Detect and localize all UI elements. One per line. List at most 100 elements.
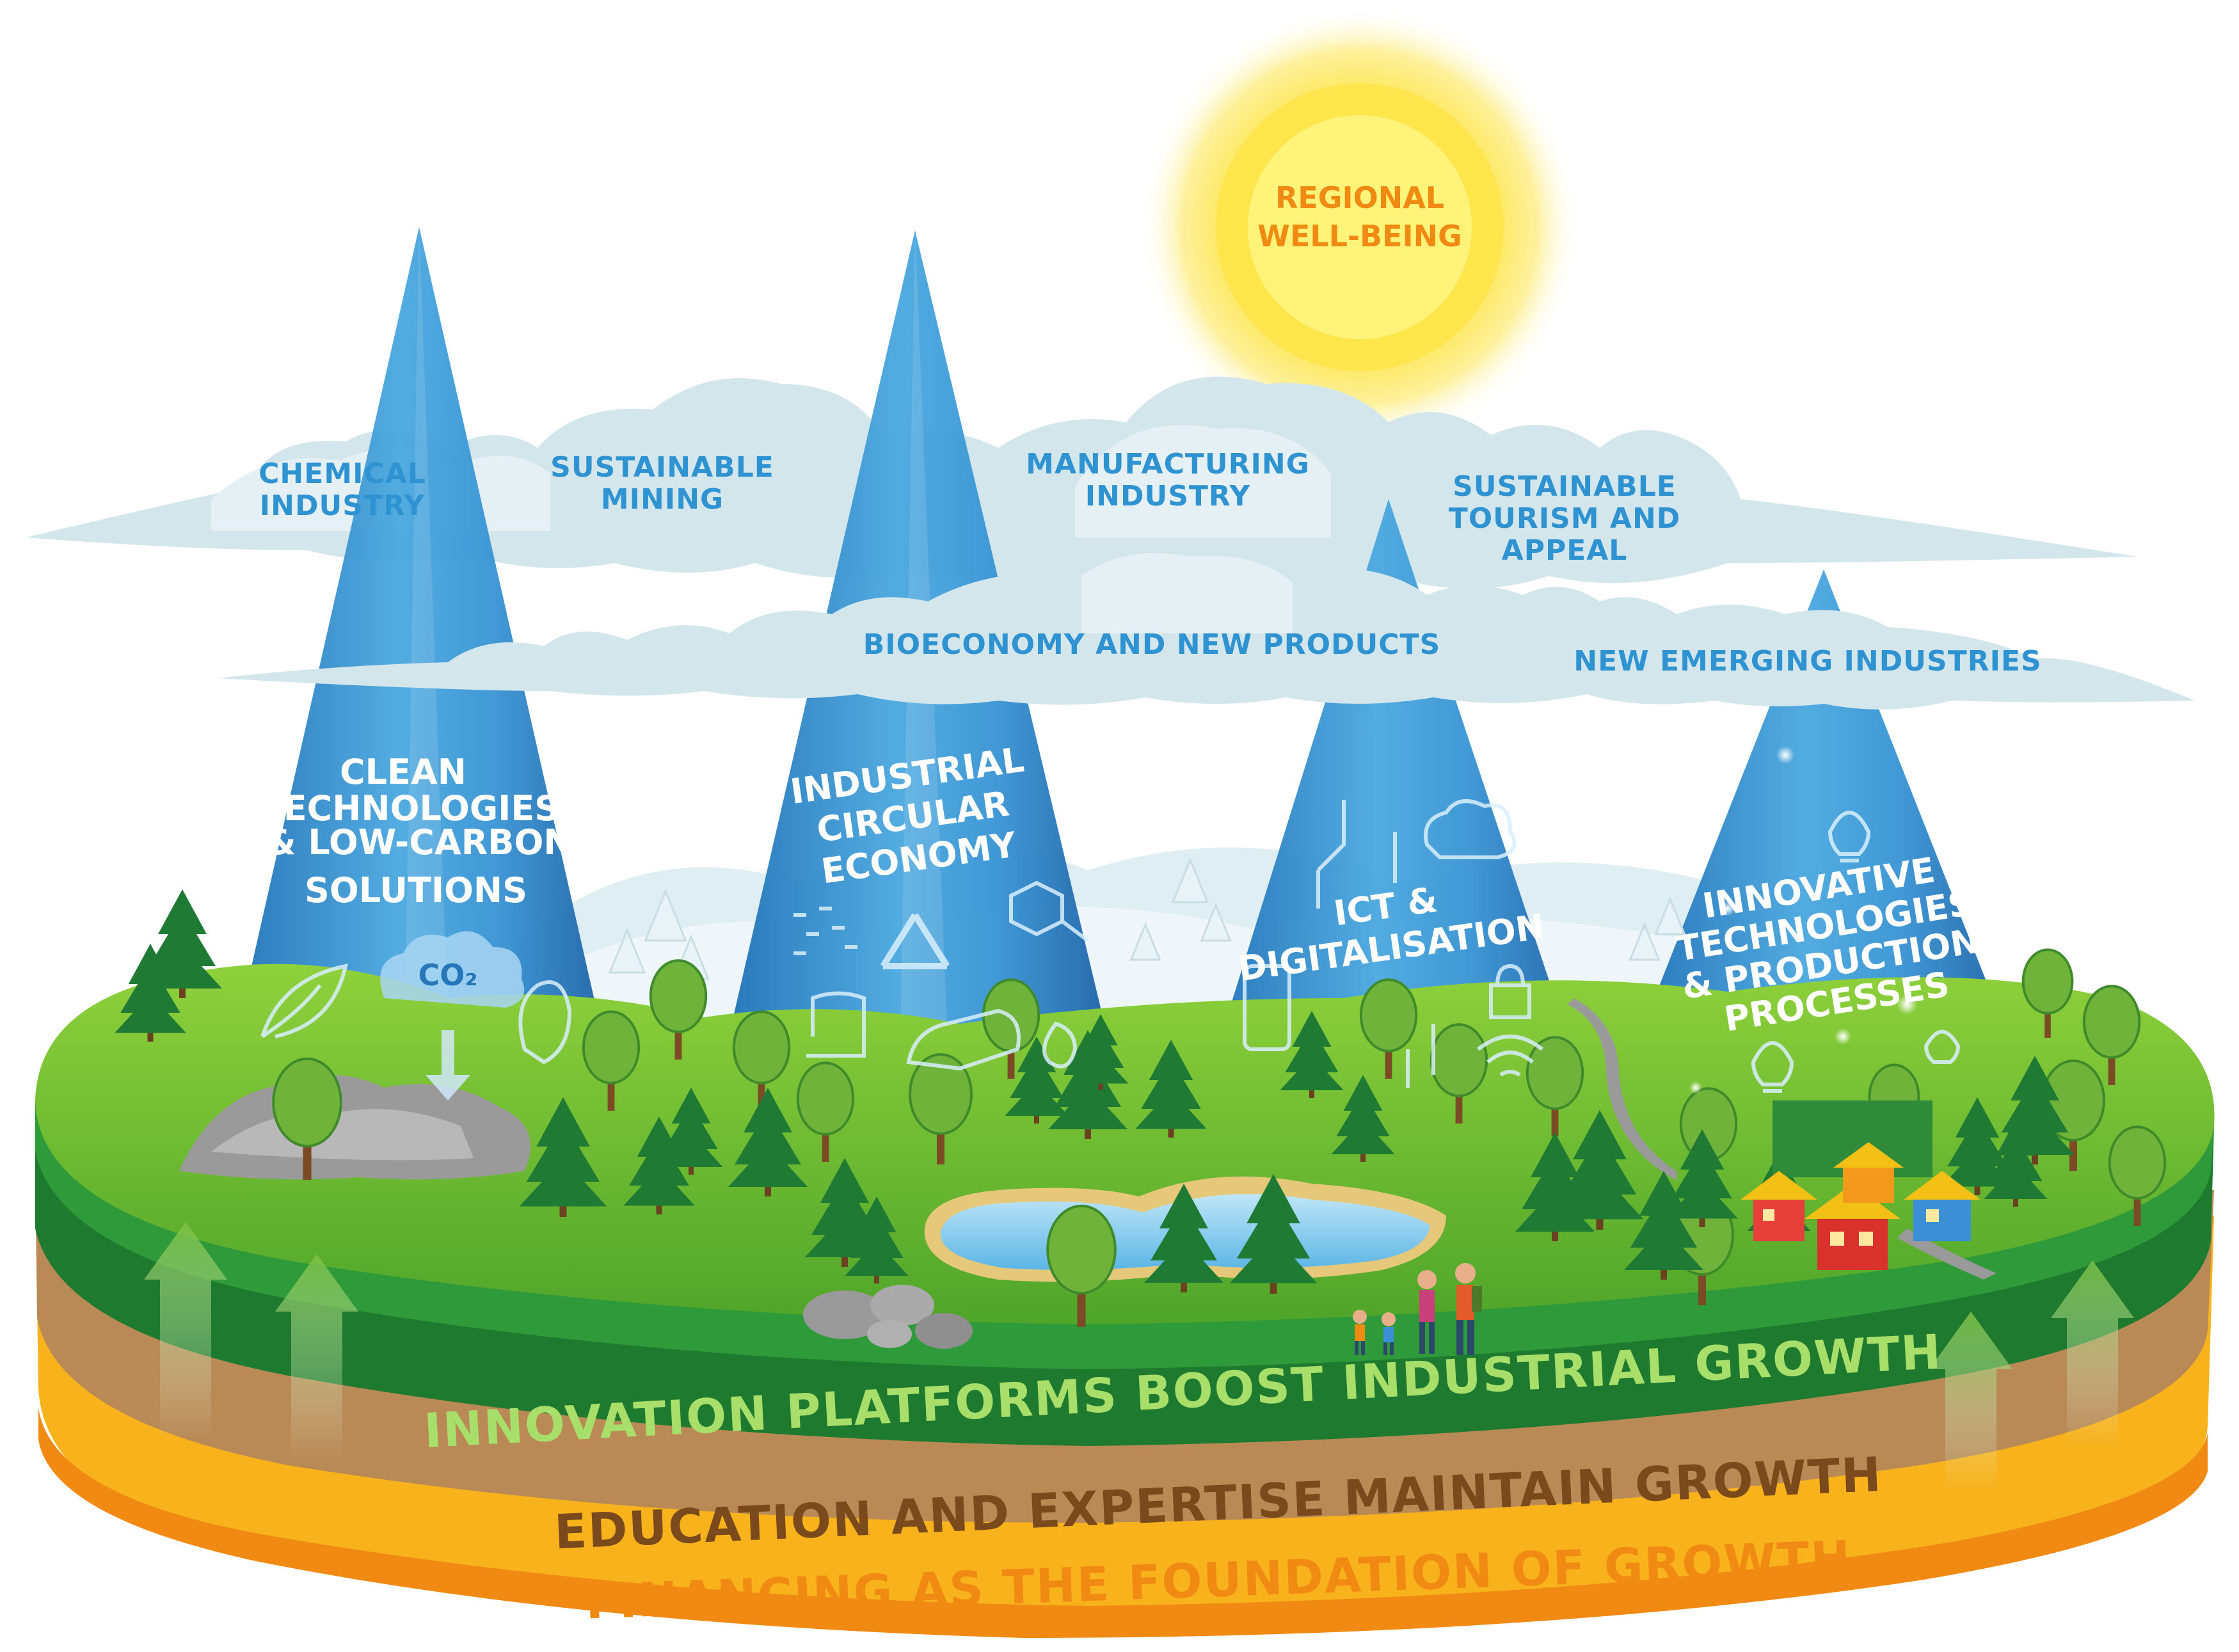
cloud-label-chemical-line1: CHEMICAL — [259, 457, 426, 490]
cloud-label-tourism-line1: SUSTAINABLE — [1453, 470, 1677, 503]
tree-trunk — [1974, 1184, 1980, 1195]
snowy-pine-tree — [1629, 922, 1661, 961]
house — [1741, 1171, 1817, 1241]
recycle-icon — [880, 913, 950, 969]
tree-trunk — [1168, 1126, 1174, 1138]
pine-tree — [1556, 1110, 1644, 1219]
circuit-icon — [1316, 800, 1435, 1088]
sun-label-line1: REGIONAL — [1275, 180, 1444, 215]
deciduous-tree — [272, 1057, 342, 1148]
pine-tree — [1331, 1075, 1395, 1154]
tree-trunk — [559, 1203, 567, 1217]
pine-tree — [1941, 1097, 2013, 1187]
cone-clean-label-line2: TECHNOLOGIES — [260, 788, 559, 829]
growth-arrows — [144, 1222, 2134, 1491]
footprint-icon — [518, 980, 572, 1065]
co2-label: CO₂ — [418, 958, 477, 992]
cloud-label-emerging: NEW EMERGING INDUSTRIES — [1574, 645, 2041, 678]
tree-trunk — [656, 1203, 662, 1214]
cone-clean-label-line4: SOLUTIONS — [305, 870, 527, 910]
deciduous-tree — [582, 1010, 641, 1084]
deciduous-tree — [1430, 1023, 1488, 1097]
sun: REGIONAL WELL-BEING — [1139, 6, 1581, 448]
tree-trunk — [765, 1184, 771, 1196]
pine-tree — [1072, 1014, 1129, 1084]
tree-trunk — [1309, 1088, 1314, 1098]
tree-trunk — [303, 1138, 312, 1180]
cone-clean-label-line1: CLEAN — [340, 752, 466, 792]
pine-tree — [623, 1116, 695, 1206]
cloud-label-mining-line1: SUSTAINABLE — [550, 451, 774, 484]
tree-trunk — [1098, 1081, 1103, 1090]
pine-tree — [805, 1158, 884, 1257]
cloud-label-chemical-line2: INDUSTRY — [260, 489, 426, 522]
snowy-pine-tree — [1171, 857, 1209, 903]
cloud-label-tourism-line2: TOURISM AND — [1449, 502, 1681, 535]
deciduous-tree — [1359, 978, 1418, 1052]
lower-cloud-band — [218, 541, 2195, 710]
tree-trunk — [758, 1076, 765, 1111]
smartphone-icon — [1243, 964, 1291, 1051]
snowy-pine-tree — [644, 889, 687, 942]
up-arrow-icon — [1929, 1312, 2012, 1491]
tree-trunk — [1385, 1044, 1392, 1079]
pine-tree — [143, 889, 222, 989]
cone-ict-digitalisation — [1203, 499, 1587, 1120]
house — [1904, 1171, 1980, 1241]
person — [1455, 1263, 1482, 1355]
pine-tree — [1135, 1040, 1207, 1129]
leaf-icon — [260, 964, 348, 1038]
deciduous-tree — [1526, 1036, 1584, 1110]
tree-trunk — [1455, 1089, 1463, 1124]
pine-tree — [845, 1196, 909, 1276]
deciduous-tree — [732, 1010, 791, 1084]
sun-label-line2: WELL-BEING — [1257, 219, 1462, 253]
deciduous-tree — [649, 959, 708, 1033]
tree-trunk — [1085, 1126, 1091, 1139]
tree-trunk — [607, 1076, 615, 1111]
tree-trunk — [822, 1127, 829, 1162]
up-arrow-icon — [2051, 1260, 2134, 1446]
pine-tree — [1666, 1129, 1738, 1219]
tree-trunk — [874, 1273, 879, 1283]
cone-icons: CO₂ — [260, 799, 1961, 1100]
tree-trunk — [1181, 1280, 1187, 1292]
deciduous-tree — [2082, 985, 2141, 1059]
pine-tree — [1005, 1036, 1069, 1116]
tree-trunk — [147, 1030, 154, 1042]
factory-tank-icon — [806, 991, 866, 1058]
tree-trunk — [937, 1126, 944, 1164]
cloud-icon — [1424, 799, 1517, 859]
pine-tree — [1280, 1011, 1344, 1090]
cloud-label-manufacturing-line2: INDUSTRY — [1085, 480, 1251, 512]
sparkles — [1689, 746, 2004, 1094]
person — [1417, 1270, 1437, 1354]
cloud-label-manufacturing-line1: MANUFACTURING — [1026, 448, 1310, 481]
tree-trunk — [1270, 1280, 1277, 1294]
drop-icon — [1042, 1021, 1078, 1068]
pine-tree — [1984, 1120, 2048, 1199]
pine-tree — [115, 944, 186, 1033]
tree-trunk — [1596, 1216, 1604, 1230]
person — [1382, 1312, 1396, 1355]
tree-trunk — [841, 1254, 848, 1267]
tree-trunk — [674, 1025, 682, 1060]
pine-tree — [1624, 1171, 1703, 1270]
cone-innovative-technologies — [1632, 569, 2016, 1081]
pine-tree — [659, 1088, 723, 1167]
tree-trunk — [1698, 1267, 1706, 1305]
tree-trunk — [2108, 1051, 2115, 1085]
tree-trunk — [2013, 1196, 2018, 1207]
house — [1833, 1142, 1904, 1203]
cloud-label-tourism-line3: APPEAL — [1502, 534, 1628, 567]
co2-cloud-icon: CO₂ — [380, 931, 525, 1008]
snowy-pine-tree — [1654, 896, 1686, 935]
snowy-pine-tree — [1200, 903, 1232, 942]
up-arrow-icon — [275, 1254, 358, 1459]
tree-trunk — [1007, 1044, 1015, 1079]
tree-trunk — [179, 985, 186, 998]
cone-clean-label-line3: & LOW-CARBON — [266, 822, 572, 862]
deciduous-tree — [2108, 1125, 2167, 1200]
log-icon — [906, 1008, 1021, 1071]
